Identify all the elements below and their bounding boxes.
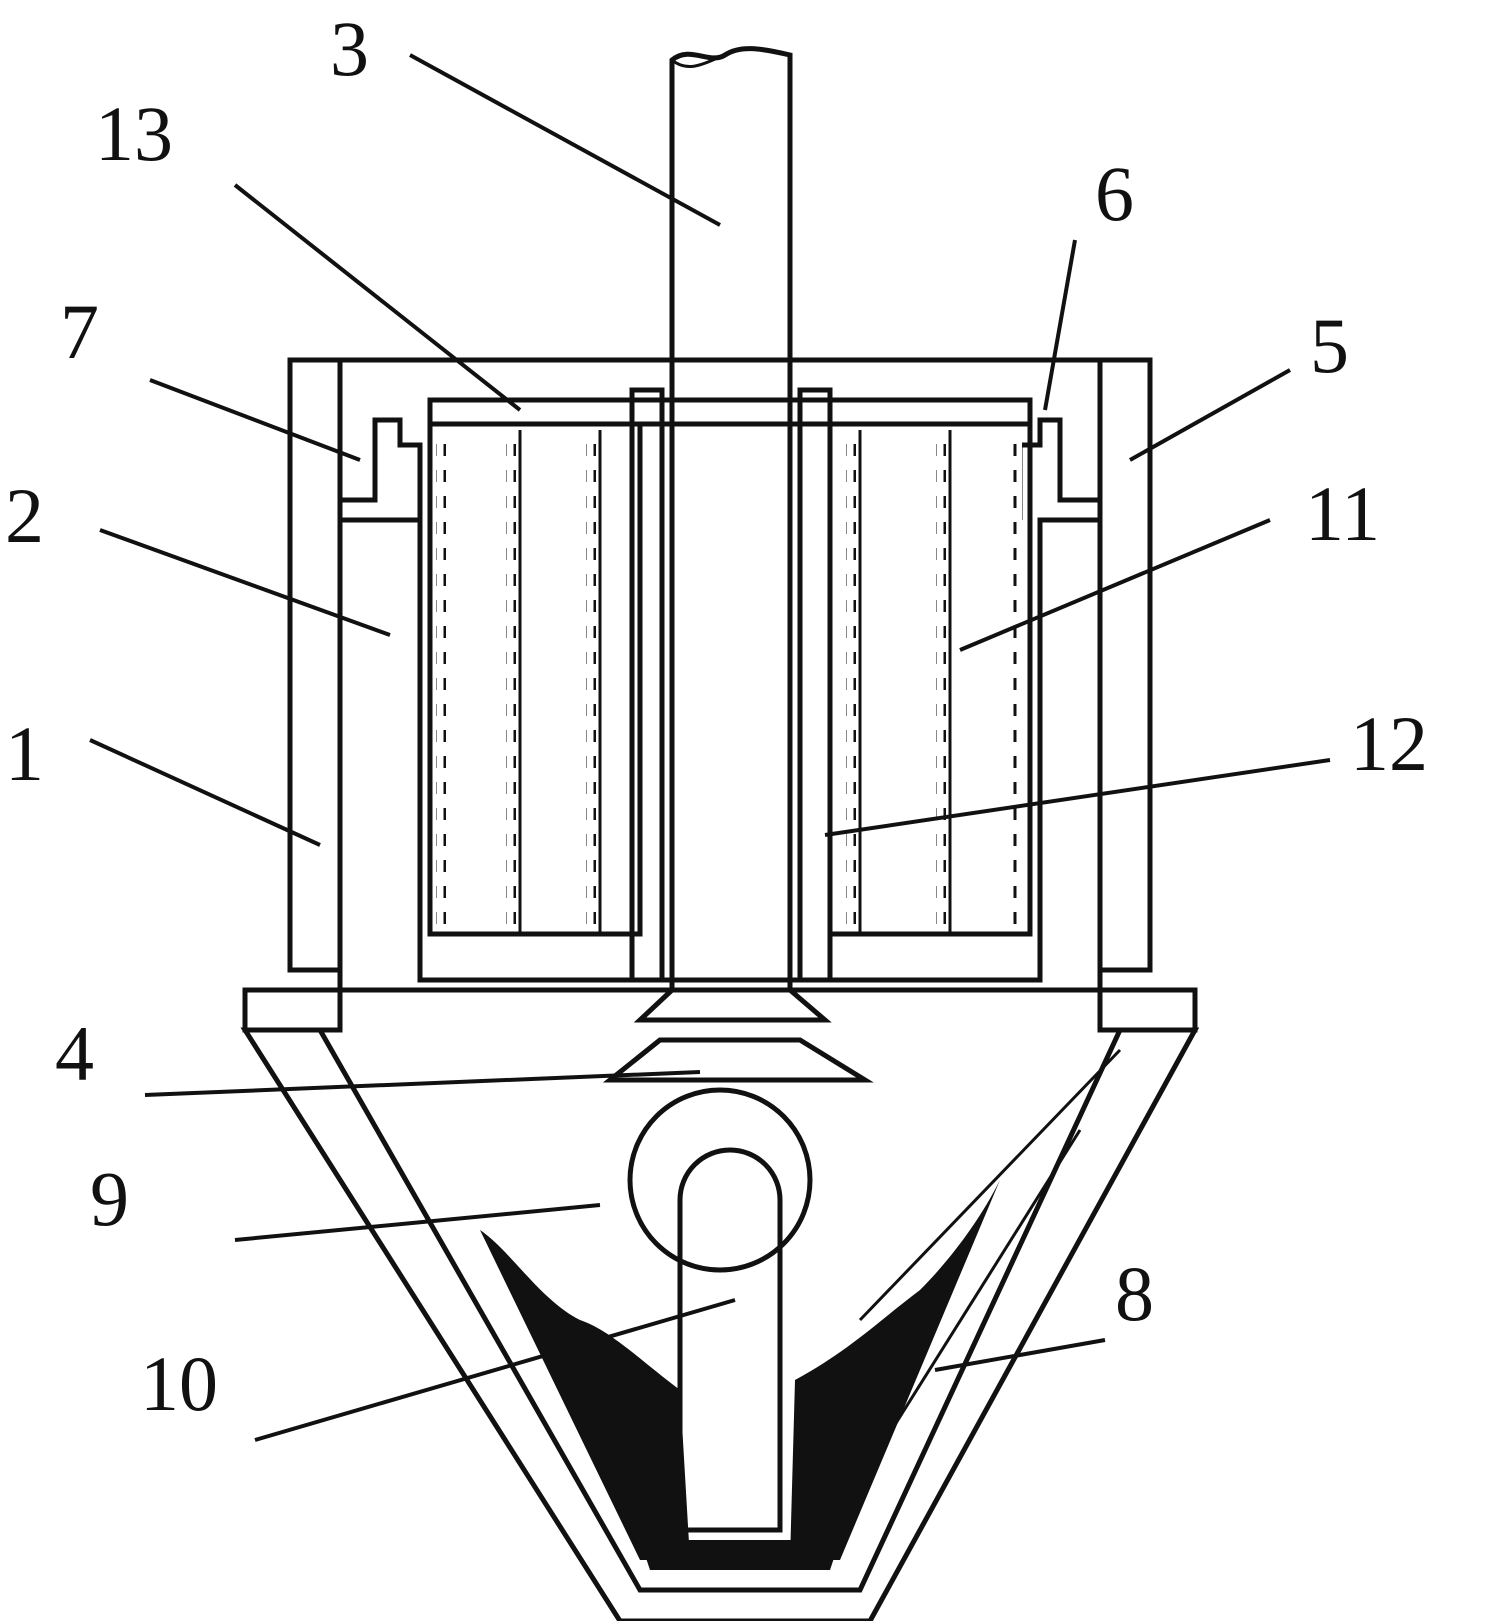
label-6: 6 xyxy=(1095,150,1134,237)
housing-wall xyxy=(242,357,1198,1033)
label-9: 9 xyxy=(90,1155,129,1242)
filter-rim xyxy=(372,417,1063,520)
label-1: 1 xyxy=(5,710,44,797)
filter-element-left xyxy=(427,421,643,937)
cone-bottom xyxy=(240,987,1200,1621)
label-4: 4 xyxy=(55,1010,94,1097)
label-10: 10 xyxy=(140,1340,218,1427)
label-3: 3 xyxy=(330,5,369,92)
label-13: 13 xyxy=(95,90,173,177)
leader-lines xyxy=(89,53,1331,1561)
top-plate xyxy=(427,397,1033,427)
label-11: 11 xyxy=(1305,470,1380,557)
filter-element-right xyxy=(827,421,1033,937)
label-8: 8 xyxy=(1115,1250,1154,1337)
shaft-sleeve xyxy=(629,387,833,983)
label-7: 7 xyxy=(60,288,99,375)
drain-pipe xyxy=(627,1087,813,1533)
central-shaft xyxy=(669,46,793,993)
label-5: 5 xyxy=(1310,302,1349,389)
impeller xyxy=(602,987,874,1083)
inner-chamber xyxy=(337,517,1103,993)
label-2: 2 xyxy=(5,472,44,559)
sludge-deposit xyxy=(480,1180,1000,1570)
label-12: 12 xyxy=(1350,700,1428,787)
